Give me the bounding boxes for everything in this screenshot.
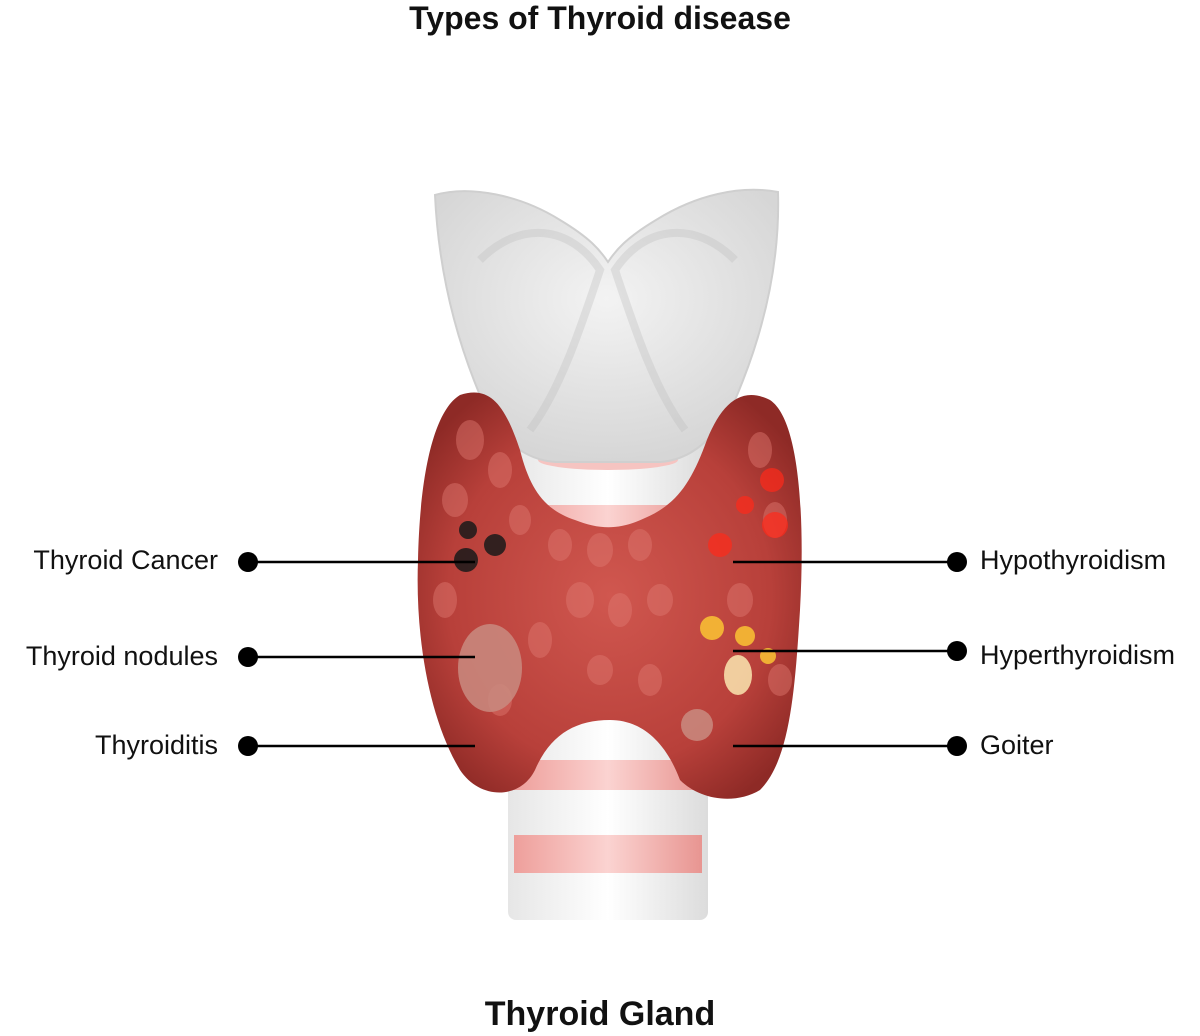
dot-goiter: [947, 736, 967, 756]
dot-hypothyroidism: [947, 552, 967, 572]
thyroid-cartilage-icon: [433, 188, 780, 463]
leader-lines: [248, 560, 957, 748]
thyroid-gland-icon: [417, 392, 802, 799]
diagram-title: Types of Thyroid disease: [409, 0, 791, 36]
label-hypothyroidism: Hypothyroidism: [980, 545, 1167, 575]
dot-thyroiditis: [238, 736, 258, 756]
dot-hyperthyroidism: [947, 641, 967, 661]
label-thyroiditis: Thyroiditis: [94, 730, 218, 760]
label-thyroid-nodules: Thyroid nodules: [25, 641, 218, 671]
dot-thyroid-nodules: [238, 647, 258, 667]
label-hyperthyroidism: Hyperthyroidism: [980, 640, 1176, 670]
dot-thyroid-cancer: [238, 552, 258, 572]
label-goiter: Goiter: [980, 730, 1054, 760]
leader-dots: [238, 552, 967, 756]
diagram-caption: Thyroid Gland: [484, 995, 716, 1033]
label-thyroid-cancer: Thyroid Cancer: [33, 545, 218, 575]
